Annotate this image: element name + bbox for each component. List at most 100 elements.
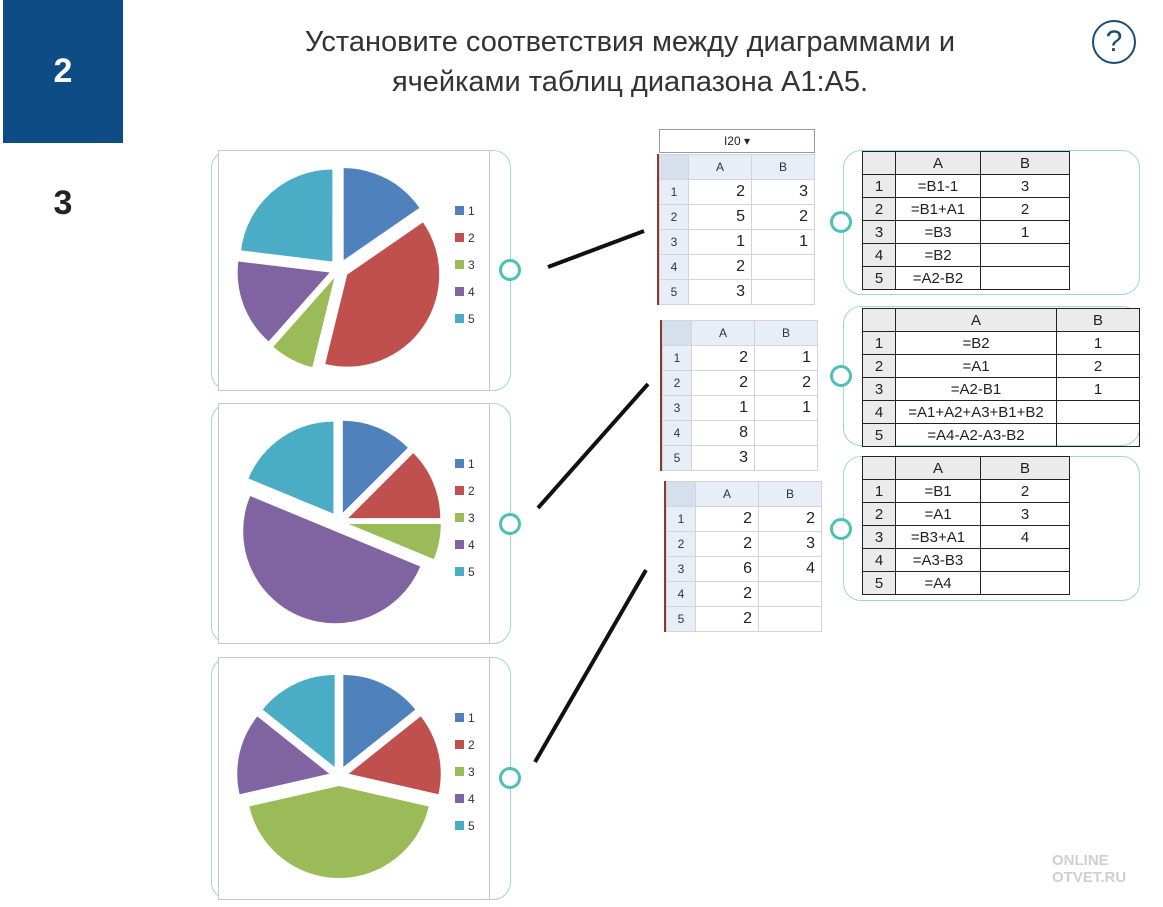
corner-cell (662, 320, 692, 346)
column-header: A (895, 456, 981, 480)
formula-cell: =A4-A2-A3-B2 (895, 423, 1057, 447)
corner-cell (659, 154, 689, 180)
row-header: 1 (659, 179, 689, 205)
column-header: A (691, 320, 755, 346)
sheet-cell: 1 (754, 345, 818, 371)
formula-cell (1056, 423, 1140, 447)
formula-cell (980, 266, 1070, 290)
row-header: 1 (862, 479, 896, 503)
row-header: 5 (659, 279, 689, 305)
row-header: 1 (862, 174, 896, 198)
column-header: B (754, 320, 818, 346)
row-header: 1 (666, 506, 696, 532)
formula-cell: =A2-B1 (895, 377, 1057, 401)
row-header: 5 (662, 445, 692, 471)
formula-cell (980, 571, 1070, 595)
sheet-cell: 3 (758, 531, 822, 557)
sheet-cell (754, 420, 818, 446)
question-2-tab[interactable]: 2 (3, 0, 123, 143)
sheet-cell: 8 (691, 420, 755, 446)
watermark-line1: ONLINE (1052, 852, 1109, 869)
sheet-cell (751, 254, 815, 280)
name-box: I20 ▾ (659, 129, 815, 153)
legend-swatch-2 (455, 233, 464, 242)
pie-slice-1 (343, 168, 420, 261)
row-header: 4 (662, 420, 692, 446)
sheet-cell: 3 (688, 279, 752, 305)
legend-label-2: 2 (468, 738, 475, 752)
question-title: Установите соответствия между диаграммам… (230, 22, 1030, 102)
corner-cell (862, 456, 896, 480)
chart-3-connector[interactable] (499, 767, 521, 789)
formula-3-connector[interactable] (830, 518, 852, 540)
legend-label-1: 1 (468, 204, 475, 218)
row-header: 1 (662, 345, 692, 371)
row-header: 3 (662, 395, 692, 421)
row-header: 2 (662, 370, 692, 396)
chart-2-connector[interactable] (499, 513, 521, 535)
row-header: 5 (666, 606, 696, 632)
row-header: 3 (862, 377, 896, 401)
formula-cell: 3 (980, 502, 1070, 526)
pie-slice-3 (273, 277, 335, 368)
legend-label-5: 5 (468, 565, 475, 579)
row-header: 4 (862, 548, 896, 572)
formula-cell: =A1 (895, 502, 981, 526)
watermark-line2: OTVET.RU (1052, 869, 1127, 886)
formula-2-connector[interactable] (830, 365, 852, 387)
legend-label-2: 2 (468, 484, 475, 498)
question-sidebar: 2 3 (0, 0, 124, 907)
question-3-tab[interactable]: 3 (53, 183, 73, 222)
sheet-cell: 4 (758, 556, 822, 582)
formula-cell: =A1 (895, 354, 1057, 378)
legend-label-1: 1 (468, 711, 475, 725)
formula-cell: =B1-1 (895, 174, 981, 198)
formula-cell: 2 (1056, 354, 1140, 378)
pie-slice-5 (248, 421, 334, 514)
row-header: 3 (659, 229, 689, 255)
formula-1-connector[interactable] (830, 211, 852, 233)
corner-cell (862, 151, 896, 175)
formula-cell: =A2-B2 (895, 266, 981, 290)
formula-row: 5=A4 (862, 571, 1070, 595)
formula-row: 5=A2-B2 (862, 266, 1070, 290)
legend-swatch-4 (455, 287, 464, 296)
legend-swatch-2 (455, 486, 464, 495)
sheet-cell: 2 (751, 204, 815, 230)
sheet-cell: 2 (695, 531, 759, 557)
column-header: B (980, 151, 1070, 175)
formula-cell (1056, 400, 1140, 424)
row-header: 3 (862, 525, 896, 549)
sheet-cell: 2 (688, 179, 752, 205)
sheet-cell (758, 606, 822, 632)
connector-line-1 (547, 229, 645, 269)
row-header: 4 (862, 243, 896, 267)
sheet-cell: 2 (695, 606, 759, 632)
legend-swatch-5 (455, 314, 464, 323)
legend-swatch-1 (455, 459, 464, 468)
chart-1-connector[interactable] (499, 259, 521, 281)
help-icon[interactable]: ? (1092, 20, 1136, 64)
row-header: 5 (862, 571, 896, 595)
row-header: 5 (862, 266, 896, 290)
row-header: 2 (666, 531, 696, 557)
formula-cell: =A3-B3 (895, 548, 981, 572)
column-header: A (895, 151, 981, 175)
pie-slice-4 (243, 496, 421, 624)
